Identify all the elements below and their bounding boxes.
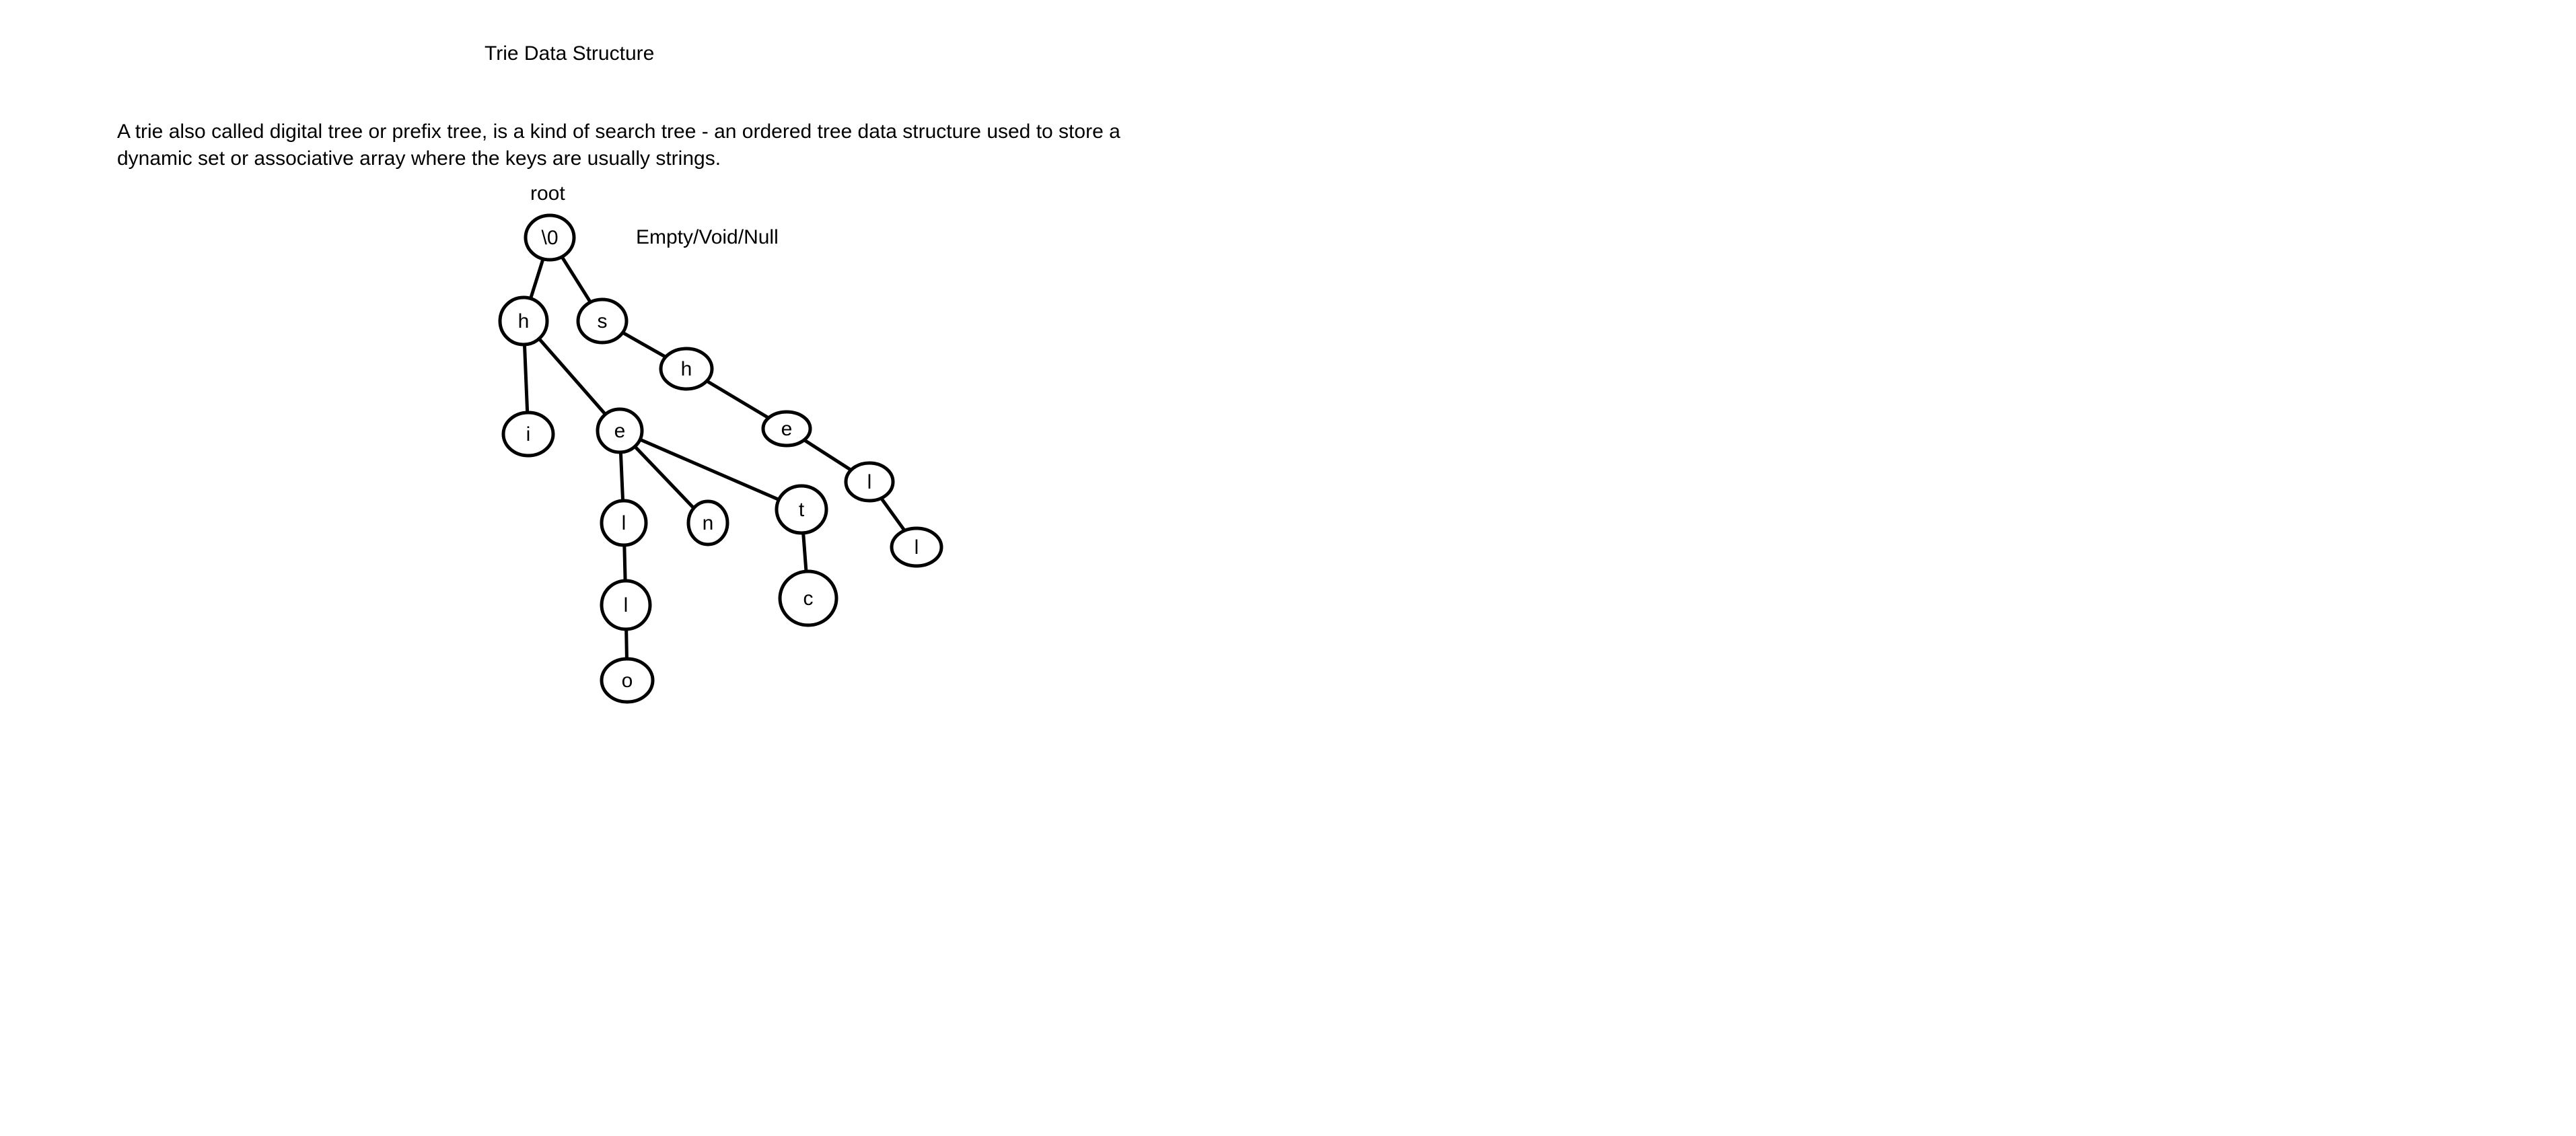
edge-e1-n (633, 444, 696, 510)
node-s: s (576, 297, 629, 345)
node-label: e (614, 420, 626, 442)
edge-h1-e1 (537, 336, 608, 417)
node-circle (600, 499, 648, 547)
node-e2: e (761, 410, 812, 448)
node-circle (686, 499, 729, 546)
node-l4: l (890, 526, 943, 568)
node-label: c (803, 588, 814, 610)
edge-e2-l3 (802, 438, 853, 472)
node-i: i (501, 411, 555, 458)
node-circle (778, 569, 838, 627)
node-circle (659, 347, 714, 391)
node-label: h (518, 310, 530, 332)
node-label: e (781, 418, 793, 440)
description-line-1: A trie also called digital tree or prefi… (117, 120, 1120, 143)
root-label: root (530, 182, 565, 205)
node-e1: e (596, 407, 644, 454)
description-line-2: dynamic set or associative array where t… (117, 147, 721, 170)
root-note: Empty/Void/Null (636, 226, 779, 248)
node-circle (844, 461, 895, 503)
node-label: l (915, 536, 919, 559)
trie-edges (522, 255, 906, 661)
node-n: n (686, 499, 729, 546)
node-label: l (622, 512, 627, 534)
node-circle (498, 295, 549, 347)
edge-e1-l1 (618, 450, 625, 503)
edge-e1-t (638, 437, 781, 501)
node-label: \0 (541, 227, 558, 249)
node-label: o (622, 670, 633, 692)
edge-h1-i (522, 343, 530, 415)
node-circle (524, 213, 576, 262)
node-root: \0 (524, 213, 576, 262)
node-label: l (867, 471, 872, 493)
node-label: i (526, 423, 531, 446)
edge-root-h1 (529, 257, 545, 301)
edge-root-s (560, 255, 592, 304)
page-title: Trie Data Structure (485, 42, 655, 65)
node-h1: h (498, 295, 549, 347)
node-circle (596, 407, 644, 454)
node-label: l (624, 594, 629, 616)
edge-l1-l2 (622, 543, 627, 583)
edge-s-h2 (620, 330, 668, 359)
trie-nodes: \0 h s h i e e l l n t l l c o (498, 213, 943, 704)
edge-l3-l4 (879, 496, 906, 532)
node-l1: l (600, 499, 648, 547)
node-circle (600, 657, 655, 704)
description-text: A trie also called digital tree or prefi… (117, 118, 1167, 172)
node-circle (501, 411, 555, 458)
edge-t-c (801, 531, 808, 573)
node-l2: l (600, 579, 652, 631)
node-t: t (775, 484, 828, 535)
node-label: t (799, 499, 805, 521)
node-circle (761, 410, 812, 448)
node-circle (775, 484, 828, 535)
node-c: c (778, 569, 838, 627)
node-label: s (598, 310, 608, 332)
node-circle (890, 526, 943, 568)
node-h2: h (659, 347, 714, 391)
node-circle (576, 297, 629, 345)
node-label: h (681, 358, 692, 380)
node-l3: l (844, 461, 895, 503)
edge-h2-e2 (705, 379, 771, 420)
node-o: o (600, 657, 655, 704)
node-label: n (703, 512, 714, 534)
node-circle (600, 579, 652, 631)
